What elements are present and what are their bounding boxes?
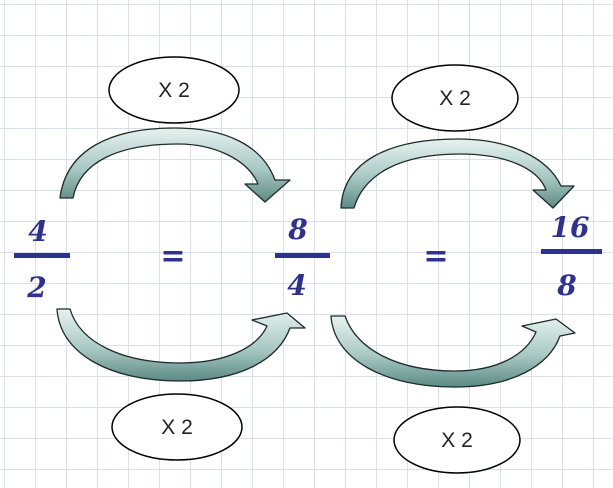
oval-shape <box>108 56 240 124</box>
fraction-1: 4 2 <box>14 215 70 304</box>
oval-shape <box>391 64 519 132</box>
multiplier-label: X 2 <box>439 87 471 110</box>
multiplier-top-left: X 2 <box>108 56 240 124</box>
multiplier-label: X 2 <box>158 79 190 102</box>
fraction-numerator: 8 <box>287 213 307 246</box>
multiplier-bottom-left: X 2 <box>111 393 243 461</box>
multiplier-bottom-right: X 2 <box>393 406 521 474</box>
fraction-denominator: 8 <box>556 269 576 302</box>
fraction-denominator: 4 <box>287 269 306 302</box>
oval-shape <box>111 393 243 461</box>
oval-shape <box>393 406 521 474</box>
multiplier-label: X 2 <box>161 416 193 439</box>
fraction-numerator: 16 <box>551 211 590 244</box>
fraction-bar <box>275 253 330 258</box>
fraction-bar <box>541 249 602 254</box>
multiplier-label: X 2 <box>441 429 473 452</box>
arrow-bottom-left <box>56 308 306 382</box>
arrow-top-left <box>59 127 291 203</box>
fraction-3: 16 8 <box>541 211 602 302</box>
arrow-bottom-right <box>330 315 576 388</box>
equals-sign-1: = <box>160 239 185 274</box>
arrow-top-right <box>340 138 575 209</box>
fraction-denominator: 2 <box>26 271 46 304</box>
equals-sign-2: = <box>423 239 448 274</box>
fraction-2: 8 4 <box>275 213 330 302</box>
fraction-numerator: 4 <box>28 215 47 248</box>
multiplier-top-right: X 2 <box>391 64 519 132</box>
fraction-bar <box>14 253 70 258</box>
